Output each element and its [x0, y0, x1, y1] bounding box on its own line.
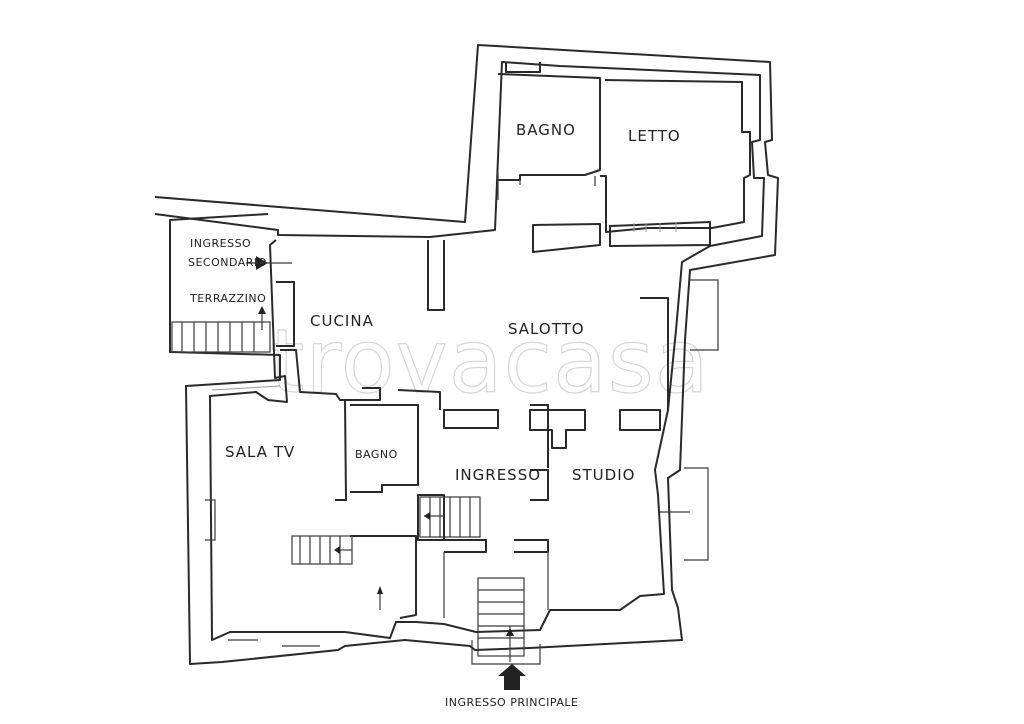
room-label-terrazzino: TERRAZZINO — [189, 292, 266, 305]
south-west-walls — [335, 399, 549, 619]
central-walls — [276, 240, 669, 501]
room-label-cucina: CUCINA — [310, 312, 374, 330]
watermark: trovacasa — [270, 310, 710, 413]
north-rooms-walls — [497, 62, 751, 253]
room-label-studio: STUDIO — [572, 466, 635, 484]
arrow-secondary-entrance — [246, 256, 292, 330]
room-label-salotto: SALOTTO — [508, 320, 585, 338]
room-label-ingresso-secondario-line2: SECONDARIO — [188, 256, 267, 269]
room-label-ingresso-secondario-line1: INGRESSO — [190, 237, 251, 250]
arrow-main-entrance — [498, 626, 526, 690]
outer-walls — [154, 44, 779, 665]
room-label-ingresso: INGRESSO — [455, 466, 541, 484]
stairs-secondary — [171, 321, 271, 353]
room-label-letto: LETTO — [628, 127, 681, 145]
room-label-bagno-upper: BAGNO — [516, 121, 576, 139]
entrance-label: INGRESSO PRINCIPALE — [445, 696, 578, 709]
internal-arrows — [334, 512, 444, 610]
stairs-main-entrance — [477, 577, 525, 657]
room-label-bagno-lower: BAGNO — [355, 448, 398, 461]
room-label-sala-tv: SALA TV — [225, 443, 295, 461]
window-marks — [205, 279, 719, 665]
